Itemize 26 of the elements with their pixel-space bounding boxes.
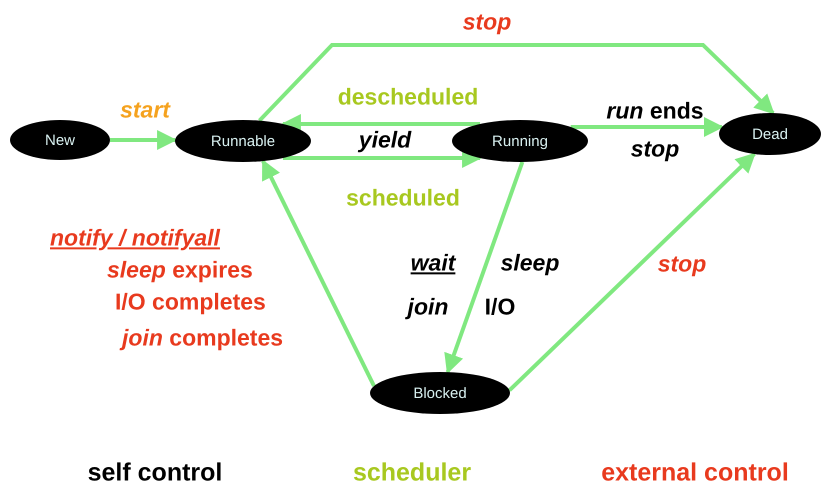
- transition-label: yield: [358, 127, 412, 153]
- transition-label: I/O: [484, 294, 516, 320]
- state-name: Runnable: [210, 132, 276, 150]
- transition-label: notify / notifyall: [50, 225, 220, 251]
- arrow: [110, 130, 178, 150]
- state-name: Dead: [752, 126, 788, 142]
- arrow: [444, 161, 524, 374]
- legend-label: scheduler: [352, 459, 472, 486]
- arrow: [570, 117, 724, 137]
- state-name: New: [44, 132, 75, 148]
- state-ellipse: [370, 372, 510, 414]
- transition-label: sleep: [500, 250, 560, 276]
- state-name: Running: [492, 132, 548, 150]
- transition-label: I/O completes: [115, 289, 266, 315]
- transition-label: wait: [410, 250, 456, 276]
- state-name: Blocked: [413, 384, 467, 402]
- legend-label: self control: [88, 459, 222, 486]
- transition-label: stop: [630, 136, 680, 162]
- transition-label: join completes: [122, 325, 284, 351]
- arrow: [508, 152, 756, 392]
- legend-label: external control: [601, 459, 789, 486]
- transition-label: join: [408, 294, 448, 320]
- arrow: [258, 43, 775, 122]
- arrow: [261, 159, 376, 387]
- state-ellipse: [719, 113, 821, 155]
- transition-label: sleep expires: [107, 257, 253, 283]
